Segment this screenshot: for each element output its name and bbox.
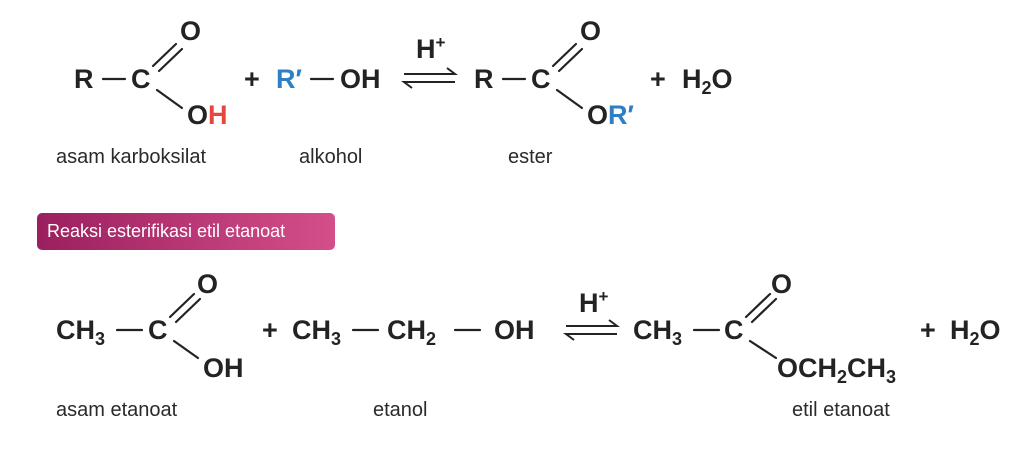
water-formula: H2O <box>950 315 1001 349</box>
alcohol-structure: R′ OH <box>276 64 381 94</box>
acid-carbonyl-oxygen: O <box>180 16 201 46</box>
ester-alkoxy-o: O <box>587 100 608 130</box>
caption-carboxylic-acid: asam karboksilat <box>56 146 207 168</box>
ester-methyl-group: CH3 <box>633 315 682 349</box>
caption-alcohol: alkohol <box>299 146 362 168</box>
forward-arrow <box>404 67 458 75</box>
ester-carbon: C <box>531 64 551 94</box>
acid-hydroxyl-h: H <box>208 100 228 130</box>
reverse-arrow <box>401 81 455 89</box>
alcohol-hydroxyl: OH <box>340 64 381 94</box>
ester-alkoxy: OR′ <box>587 100 634 130</box>
ester-double-bond-a <box>551 42 578 68</box>
plus-sign: + <box>920 315 936 345</box>
acid-double-bond-a <box>168 292 196 319</box>
ethanol-hydroxyl: OH <box>494 315 535 345</box>
ethanol-methylene: CH2 <box>387 315 436 349</box>
ester-c-o-bond <box>555 88 584 110</box>
acid-r-group: R <box>74 64 94 94</box>
acid-carbon: C <box>131 64 151 94</box>
ethyl-ethanoate-reaction: CH3 C O OH + CH3 CH2 OH H+ CH3 C <box>56 269 1001 421</box>
ester-alkoxy-r-prime: R′ <box>608 100 634 130</box>
ester-carbonyl-oxygen: O <box>580 16 601 46</box>
ester-double-bond-b <box>557 47 584 73</box>
caption-ethanol: etanol <box>373 399 428 421</box>
ester-carbonyl-oxygen: O <box>771 269 792 299</box>
plus-sign: + <box>244 64 260 94</box>
acid-c-o-bond <box>172 339 200 360</box>
ester-ethoxy-group: OCH2CH3 <box>777 353 896 387</box>
equilibrium-arrow: H+ <box>401 33 458 89</box>
catalyst-label: H+ <box>579 287 609 318</box>
ester-double-bond-a <box>744 292 772 319</box>
catalyst-label: H+ <box>416 33 446 64</box>
caption-ester: ester <box>508 146 553 168</box>
acid-c-o-bond <box>155 88 184 110</box>
caption-ethanoic-acid: asam etanoat <box>56 399 178 421</box>
acid-double-bond-a <box>151 42 178 68</box>
plus-sign: + <box>650 64 666 94</box>
section-label-badge: Reaksi esterifikasi etil etanoat <box>37 213 335 250</box>
carboxylic-acid-structure: R C O OH <box>74 16 228 130</box>
acid-carbon: C <box>148 315 168 345</box>
acid-methyl-group: CH3 <box>56 315 105 349</box>
ester-r-group: R <box>474 64 494 94</box>
ethanol-structure: CH3 CH2 OH <box>292 315 535 349</box>
caption-ethyl-ethanoate: etil etanoat <box>792 399 890 421</box>
ester-c-o-bond <box>748 339 778 360</box>
acid-double-bond-b <box>174 297 202 324</box>
ester-structure: R C O OR′ <box>474 16 634 130</box>
acid-hydroxyl: OH <box>203 353 244 383</box>
water-formula: H2O <box>682 64 733 98</box>
ethanoic-acid-structure: CH3 C O OH <box>56 269 244 383</box>
forward-arrow <box>566 319 620 327</box>
ester-double-bond-b <box>750 297 778 324</box>
plus-sign: + <box>262 315 278 345</box>
acid-double-bond-b <box>157 47 184 73</box>
equilibrium-arrow: H+ <box>563 287 620 341</box>
reverse-arrow <box>563 333 617 341</box>
ester-carbon: C <box>724 315 744 345</box>
ethanol-methyl: CH3 <box>292 315 341 349</box>
acid-hydroxyl: OH <box>187 100 228 130</box>
general-reaction: R C O OH + R′ OH H+ R C O <box>56 16 733 168</box>
alcohol-r-prime: R′ <box>276 64 302 94</box>
acid-hydroxyl-o: O <box>187 100 208 130</box>
acid-carbonyl-oxygen: O <box>197 269 218 299</box>
ethyl-ethanoate-structure: CH3 C O OCH2CH3 <box>633 269 896 387</box>
